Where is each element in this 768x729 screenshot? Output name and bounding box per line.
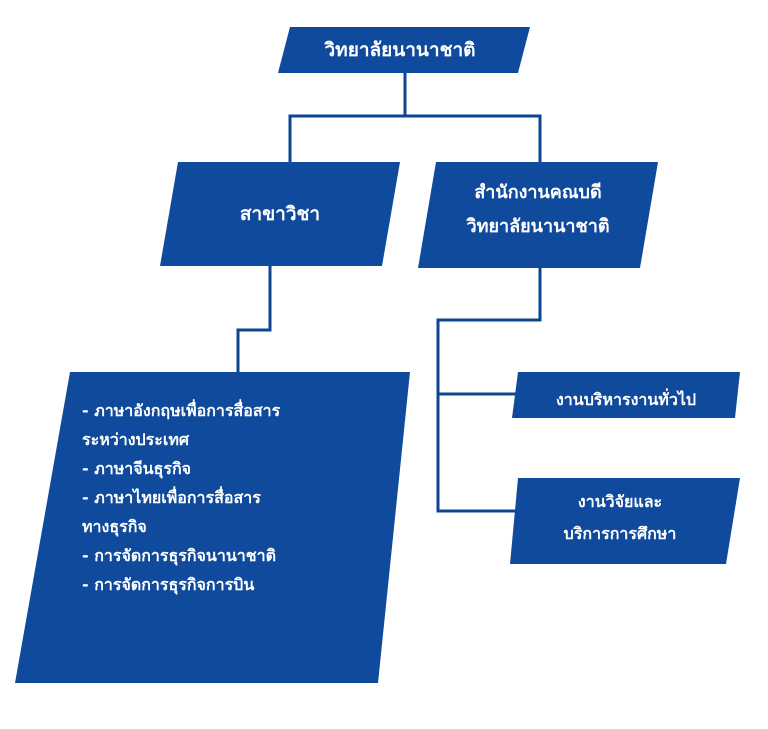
program-item: - การจัดการธุรกิจนานาชาติ bbox=[82, 546, 277, 565]
research-unit-label-line1: งานวิจัยและ bbox=[577, 492, 663, 511]
program-list: - ภาษาอังกฤษเพื่อการสื่อสาร ระหว่างประเท… bbox=[82, 396, 402, 599]
connectors bbox=[236, 71, 542, 513]
office-label: สำนักงานคณบดี วิทยาลัยนานาชาติ bbox=[418, 176, 658, 244]
research-unit-box bbox=[510, 478, 740, 564]
general-unit-box bbox=[512, 372, 740, 418]
general-unit-label: งานบริหารงานทั่วไป bbox=[555, 390, 697, 409]
research-unit-label-line2: บริการการศึกษา bbox=[563, 524, 677, 543]
root-label: วิทยาลัยนานาชาติ bbox=[324, 39, 476, 61]
root-box bbox=[278, 27, 530, 73]
branch-box bbox=[160, 162, 400, 266]
research-unit-label: งานวิจัยและ บริการการศึกษา bbox=[512, 486, 728, 550]
program-item: - การจัดการธุรกิจการบิน bbox=[82, 575, 255, 594]
connector-office-down bbox=[436, 266, 542, 513]
branch-label: สาขาวิชา bbox=[239, 203, 321, 225]
office-label-line1: สำนักงานคณบดี bbox=[474, 182, 602, 203]
connector-branch-to-programs bbox=[236, 264, 272, 374]
program-item: ทางธุรกิจ bbox=[82, 517, 147, 536]
program-item: ระหว่างประเทศ bbox=[82, 430, 190, 449]
program-item: - ภาษาอังกฤษเพื่อการสื่อสาร bbox=[82, 401, 281, 420]
program-item: - ภาษาจีนธุรกิจ bbox=[82, 459, 192, 478]
office-box bbox=[418, 162, 658, 268]
programs-box bbox=[15, 372, 410, 683]
office-label-line2: วิทยาลัยนานาชาติ bbox=[466, 216, 610, 237]
program-item: - ภาษาไทยเพื่อการสื่อสาร bbox=[82, 488, 261, 507]
